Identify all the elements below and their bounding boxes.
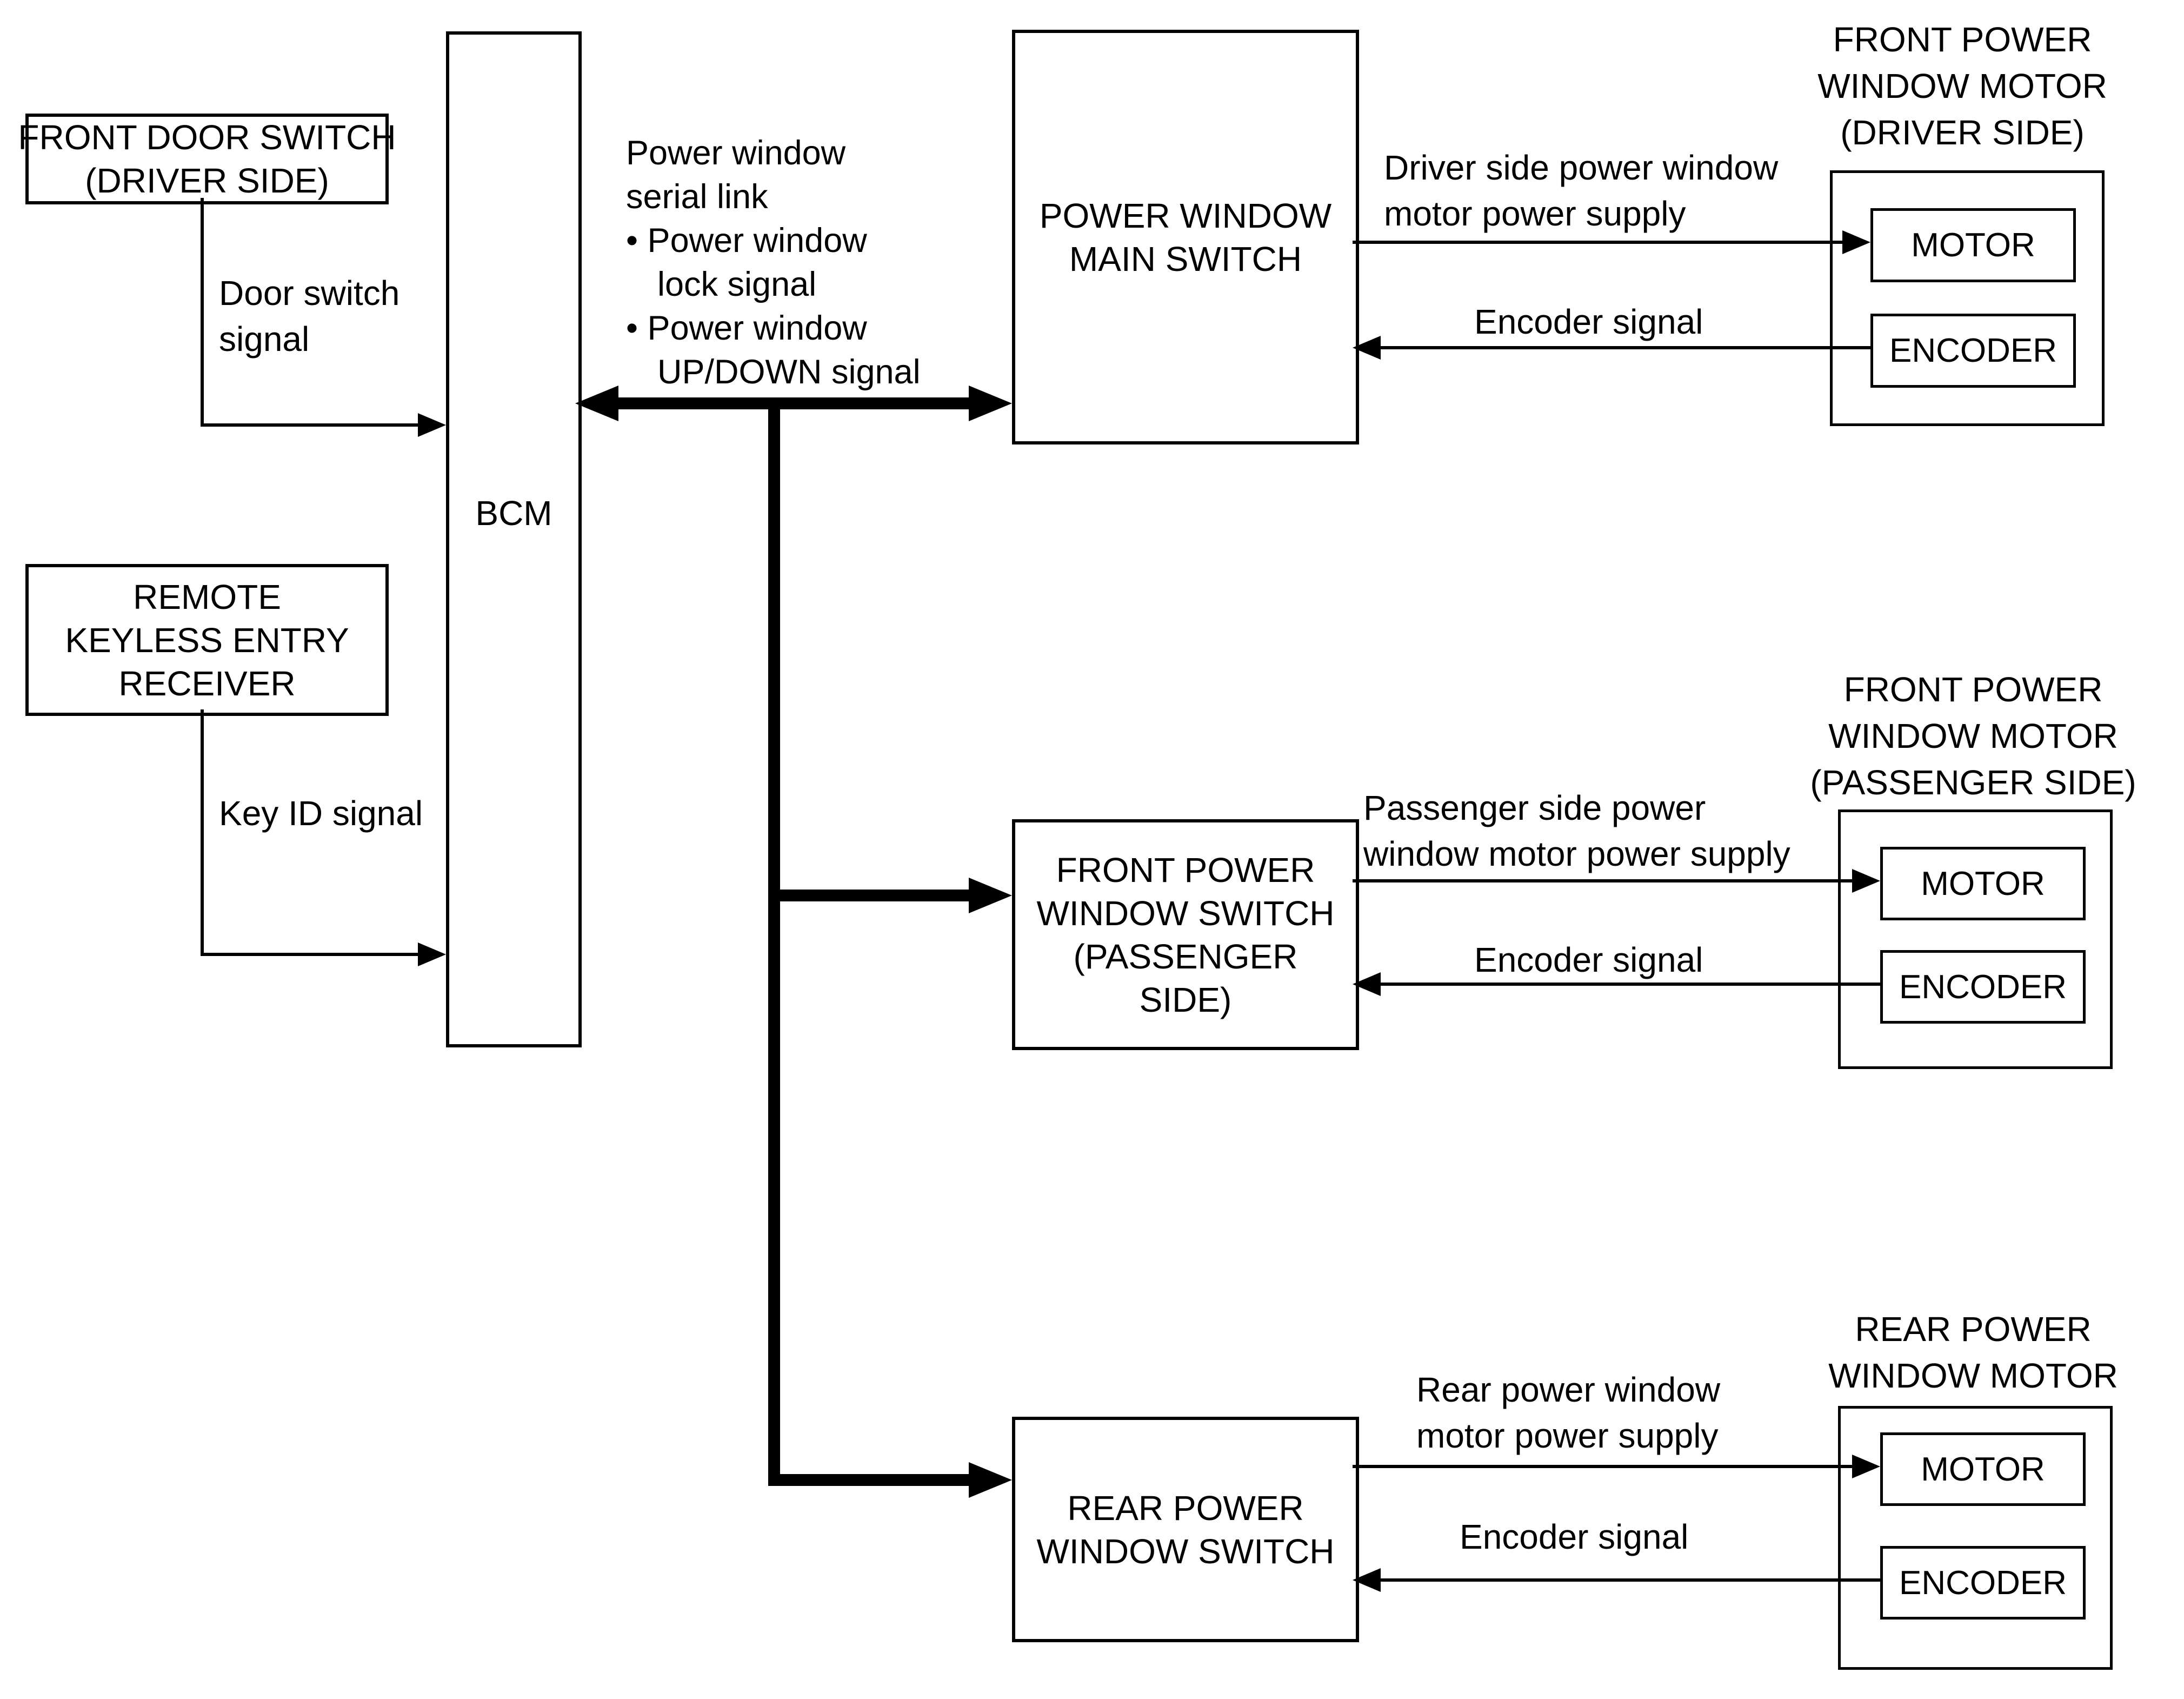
front-door-switch-label-line1: FRONT DOOR SWITCH: [18, 118, 396, 157]
passenger-branch-arrowhead-icon: [969, 878, 1012, 913]
serial-link-label: Power window serial link • Power window …: [626, 131, 921, 394]
passenger-motor-box: MOTOR: [1880, 847, 2086, 920]
serial-link-label-line1: Power window: [626, 134, 846, 172]
passenger-supply-line: [1353, 879, 1856, 882]
front-power-window-switch-passenger-box: FRONT POWER WINDOW SWITCH (PASSENGER SID…: [1012, 819, 1359, 1050]
serial-link-bullet1-line2: lock signal: [657, 266, 817, 303]
driver-motor-title-line1: FRONT POWER: [1833, 20, 2092, 59]
rear-branch-shaft: [768, 1474, 976, 1486]
serial-link-bus-vertical: [768, 397, 780, 1486]
remote-keyless-label-line2: KEYLESS ENTRY: [65, 620, 349, 660]
passenger-encoder-arrowhead-icon: [1353, 972, 1381, 996]
passenger-encoder-label-text: Encoder signal: [1474, 940, 1703, 979]
rear-motor-box: MOTOR: [1880, 1432, 2086, 1506]
driver-encoder-box: ENCODER: [1870, 314, 2076, 388]
rear-branch-arrowhead-icon: [969, 1462, 1012, 1498]
rear-motor-title-line2: WINDOW MOTOR: [1828, 1356, 2118, 1395]
rear-encoder-arrowhead-icon: [1353, 1568, 1381, 1592]
passenger-supply-label: Passenger side power window motor power …: [1363, 785, 1790, 877]
main-switch-label-line1: POWER WINDOW: [1039, 196, 1332, 235]
driver-motor-title-line2: WINDOW MOTOR: [1817, 67, 2107, 105]
bcm-label: BCM: [475, 494, 552, 533]
key-id-signal-label: Key ID signal: [219, 791, 423, 837]
rear-power-window-motor-title: REAR POWER WINDOW MOTOR: [1784, 1306, 2162, 1399]
passenger-encoder-line: [1379, 983, 1880, 986]
key-id-signal-label-text: Key ID signal: [219, 794, 423, 833]
rear-encoder-label: Encoder signal: [1460, 1514, 1688, 1560]
driver-encoder-line: [1379, 346, 1870, 349]
front-door-switch-box: FRONT DOOR SWITCH (DRIVER SIDE): [18, 114, 396, 204]
door-switch-signal-label: Door switch signal: [219, 270, 399, 362]
rear-supply-label: Rear power window motor power supply: [1416, 1367, 1720, 1459]
rear-supply-arrowhead-icon: [1852, 1455, 1880, 1478]
rear-supply-label-line1: Rear power window: [1416, 1370, 1721, 1409]
driver-encoder-box-label: ENCODER: [1889, 332, 2058, 369]
rear-encoder-line: [1379, 1578, 1880, 1582]
serial-link-arrowhead-left-icon: [575, 386, 618, 421]
driver-motor-title-line3: (DRIVER SIDE): [1840, 113, 2085, 152]
rear-supply-label-line2: motor power supply: [1416, 1416, 1719, 1455]
passenger-switch-label-line1: FRONT POWER: [1056, 850, 1315, 890]
front-power-window-motor-passenger-title: FRONT POWER WINDOW MOTOR (PASSENGER SIDE…: [1768, 666, 2179, 806]
driver-supply-label: Driver side power window motor power sup…: [1384, 145, 1778, 237]
door-switch-signal-arrowhead-icon: [418, 413, 446, 437]
passenger-encoder-box-label: ENCODER: [1899, 968, 2067, 1006]
door-switch-signal-label-line2: signal: [219, 320, 310, 359]
passenger-switch-label-line2: WINDOW SWITCH: [1036, 893, 1335, 933]
serial-link-label-line2: serial link: [626, 178, 768, 216]
driver-supply-label-line1: Driver side power window: [1384, 148, 1779, 187]
passenger-motor-title-line3: (PASSENGER SIDE): [1810, 763, 2136, 802]
serial-link-bullet1-line1: • Power window: [626, 222, 867, 260]
passenger-encoder-label: Encoder signal: [1474, 937, 1703, 983]
driver-supply-line: [1353, 241, 1846, 244]
key-id-signal-line-vertical: [201, 709, 204, 956]
passenger-motor-box-label: MOTOR: [1921, 865, 2045, 902]
serial-link-bullet2-line2: UP/DOWN signal: [657, 353, 921, 391]
remote-keyless-entry-receiver-box: REMOTE KEYLESS ENTRY RECEIVER: [25, 564, 389, 716]
rear-motor-title-line1: REAR POWER: [1855, 1310, 2092, 1349]
key-id-signal-arrowhead-icon: [418, 943, 446, 966]
serial-link-arrowhead-right-icon: [969, 386, 1012, 421]
serial-link-bullet2-line1: • Power window: [626, 309, 867, 347]
front-power-window-motor-driver-title: FRONT POWER WINDOW MOTOR (DRIVER SIDE): [1773, 16, 2152, 156]
door-switch-signal-label-line1: Door switch: [219, 274, 400, 313]
passenger-switch-label-line3: (PASSENGER: [1073, 937, 1298, 976]
driver-encoder-label-text: Encoder signal: [1474, 302, 1703, 341]
rear-supply-line: [1353, 1465, 1856, 1468]
driver-motor-box: MOTOR: [1870, 208, 2076, 282]
passenger-motor-title-line1: FRONT POWER: [1843, 670, 2103, 709]
main-switch-label-line2: MAIN SWITCH: [1069, 239, 1302, 278]
remote-keyless-label-line3: RECEIVER: [118, 663, 296, 703]
driver-encoder-arrowhead-icon: [1353, 336, 1381, 360]
front-door-switch-label-line2: (DRIVER SIDE): [85, 161, 329, 200]
passenger-supply-arrowhead-icon: [1852, 869, 1880, 893]
power-window-main-switch-box: POWER WINDOW MAIN SWITCH: [1012, 30, 1359, 444]
door-switch-signal-line-horizontal: [201, 423, 419, 427]
remote-keyless-label-line1: REMOTE: [133, 577, 281, 616]
driver-supply-label-line2: motor power supply: [1384, 194, 1686, 233]
rear-motor-box-label: MOTOR: [1921, 1450, 2045, 1488]
bcm-box: BCM: [446, 31, 582, 1047]
door-switch-signal-line-vertical: [201, 198, 204, 426]
serial-link-bus-shaft: [614, 397, 973, 409]
passenger-supply-label-line1: Passenger side power: [1363, 788, 1706, 827]
driver-motor-box-label: MOTOR: [1911, 227, 2035, 264]
rear-encoder-box-label: ENCODER: [1899, 1564, 2067, 1602]
rear-encoder-box: ENCODER: [1880, 1546, 2086, 1620]
driver-encoder-label: Encoder signal: [1474, 299, 1703, 345]
rear-switch-label-line2: WINDOW SWITCH: [1036, 1531, 1335, 1571]
passenger-encoder-box: ENCODER: [1880, 950, 2086, 1024]
passenger-supply-label-line2: window motor power supply: [1363, 834, 1790, 873]
key-id-signal-line-horizontal: [201, 953, 419, 956]
rear-power-window-switch-box: REAR POWER WINDOW SWITCH: [1012, 1417, 1359, 1642]
passenger-switch-label-line4: SIDE): [1139, 980, 1232, 1019]
driver-supply-arrowhead-icon: [1842, 230, 1870, 254]
rear-encoder-label-text: Encoder signal: [1460, 1517, 1689, 1556]
passenger-motor-title-line2: WINDOW MOTOR: [1828, 716, 2118, 755]
passenger-branch-shaft: [768, 890, 976, 901]
rear-switch-label-line1: REAR POWER: [1067, 1488, 1304, 1528]
